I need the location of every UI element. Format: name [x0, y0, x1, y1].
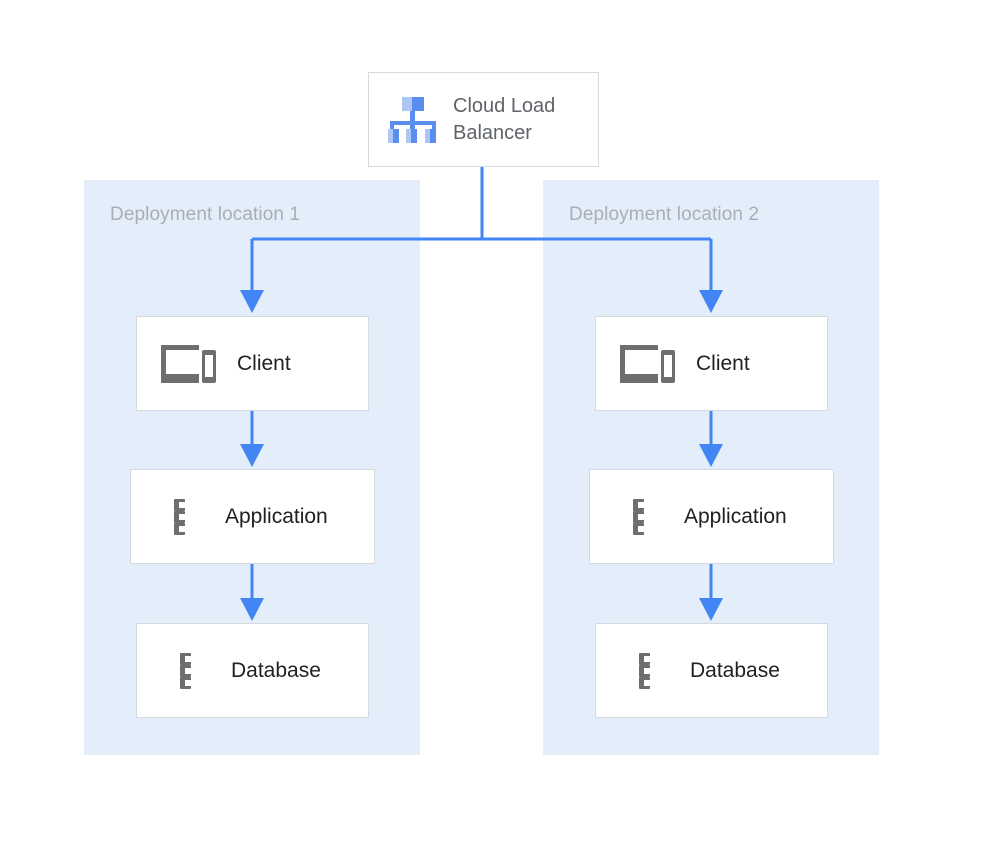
node-label-database-zone-1: Database: [231, 658, 321, 682]
deployment-zone-1-label: Deployment location 1: [110, 204, 301, 225]
server-bar: [632, 522, 644, 535]
server-icon: [618, 648, 670, 694]
hierarchy-icon: [387, 96, 439, 144]
server-bar: [173, 510, 185, 523]
server-bar: [173, 522, 185, 535]
node-label-client-zone-2: Client: [696, 351, 750, 375]
server-bar: [638, 664, 650, 677]
server-bar: [179, 664, 191, 677]
node-cloud-load-balancer[interactable]: Cloud Load Balancer: [368, 72, 599, 167]
deployment-zone-2-label: Deployment location 2: [569, 204, 760, 225]
server-icon: [159, 648, 211, 694]
server-icon: [612, 494, 664, 540]
node-database-zone-2[interactable]: Database: [595, 623, 828, 718]
node-application-zone-2[interactable]: Application: [589, 469, 834, 564]
server-bar: [179, 676, 191, 689]
node-client-zone-2[interactable]: Client: [595, 316, 828, 411]
node-label-client-zone-1: Client: [237, 351, 291, 375]
server-bar: [638, 652, 650, 665]
server-bar: [173, 498, 185, 511]
server-bar: [179, 652, 191, 665]
server-icon: [153, 494, 205, 540]
devices-icon: [159, 341, 217, 387]
server-bar: [632, 510, 644, 523]
node-label-cloud-load-balancer: Cloud Load Balancer: [453, 95, 556, 144]
node-label-database-zone-2: Database: [690, 658, 780, 682]
node-label-application-zone-2: Application: [684, 504, 787, 528]
node-database-zone-1[interactable]: Database: [136, 623, 369, 718]
node-label-application-zone-1: Application: [225, 504, 328, 528]
devices-icon: [618, 341, 676, 387]
node-client-zone-1[interactable]: Client: [136, 316, 369, 411]
node-application-zone-1[interactable]: Application: [130, 469, 375, 564]
server-bar: [632, 498, 644, 511]
server-bar: [638, 676, 650, 689]
